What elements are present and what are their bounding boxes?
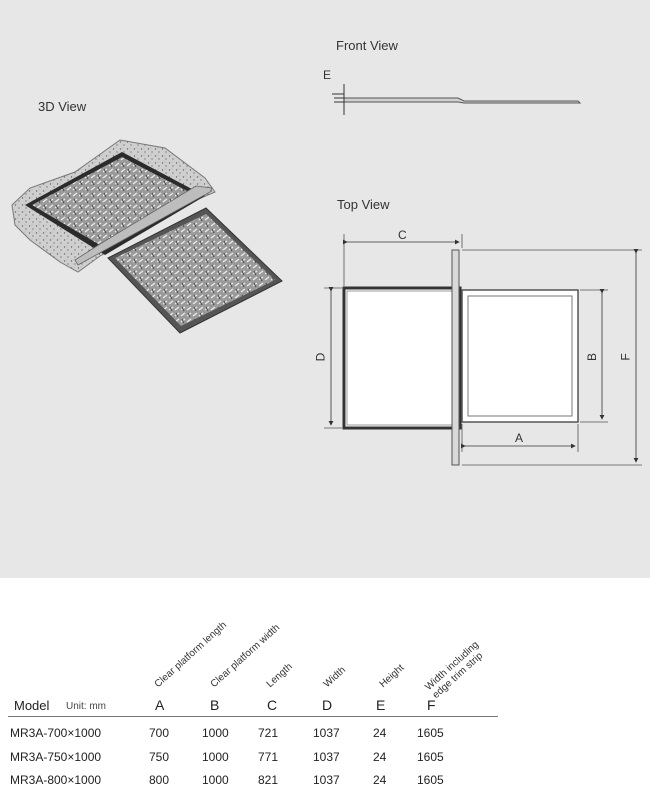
dim-label-c: C: [398, 228, 407, 242]
row-cell-b: 1000: [202, 726, 229, 740]
front-view-profile: [332, 84, 582, 115]
drawing-area: Front View 3D View Top View E C D B F A: [0, 0, 650, 578]
col-desc-f: Width including edge trim strip: [423, 639, 486, 701]
row-cell-a: 700: [149, 726, 170, 740]
dim-label-f: F: [618, 353, 633, 361]
col-desc-e: Height: [377, 662, 407, 690]
dim-label-d: D: [313, 352, 328, 362]
row-cell-b: 1000: [202, 750, 229, 764]
row-cell-d: 1037: [313, 773, 340, 787]
row-cell-d: 1037: [313, 750, 340, 764]
row-cell-c: 771: [258, 750, 279, 764]
unit-label: Unit: mm: [66, 701, 106, 712]
col-letter-f: F: [427, 697, 436, 713]
row-cell-f: 1605: [417, 750, 444, 764]
top-view-title: Top View: [337, 197, 390, 212]
col-letter-e: E: [376, 697, 386, 713]
row-model: MR3A-800×1000: [10, 773, 102, 787]
top-view: [324, 234, 642, 466]
model-header: Model: [14, 698, 50, 713]
header-divider: [8, 716, 498, 717]
col-letter-d: D: [322, 697, 333, 713]
row-cell-f: 1605: [417, 773, 444, 787]
technical-drawing: [11, 84, 642, 466]
extended-plate: [461, 289, 579, 423]
row-cell-a: 750: [149, 750, 170, 764]
edge-trim-bar: [451, 249, 460, 466]
fixed-plate: [342, 286, 462, 430]
dim-label-b: B: [585, 352, 600, 362]
row-cell-e: 24: [373, 773, 387, 787]
row-cell-d: 1037: [313, 726, 340, 740]
dim-label-a: A: [515, 431, 524, 445]
row-model: MR3A-700×1000: [10, 726, 102, 740]
row-cell-e: 24: [373, 726, 387, 740]
three-d-view-title: 3D View: [38, 99, 87, 114]
spec-table: Clear platform length Clear platform wid…: [0, 578, 650, 790]
row-cell-f: 1605: [417, 726, 444, 740]
front-view-title: Front View: [336, 38, 398, 53]
col-desc-c: Length: [264, 661, 295, 690]
row-cell-c: 721: [258, 726, 279, 740]
row-cell-a: 800: [149, 773, 170, 787]
row-cell-b: 1000: [202, 773, 229, 787]
row-cell-e: 24: [373, 750, 387, 764]
col-letter-a: A: [155, 697, 165, 713]
edge-trim-strip: [74, 185, 213, 266]
col-letter-c: C: [267, 697, 278, 713]
row-model: MR3A-750×1000: [10, 750, 102, 764]
col-desc-d: Width: [321, 664, 348, 690]
dim-label-e: E: [323, 68, 332, 82]
three-d-view: [11, 139, 283, 334]
row-cell-c: 821: [258, 773, 279, 787]
col-letter-b: B: [210, 697, 220, 713]
